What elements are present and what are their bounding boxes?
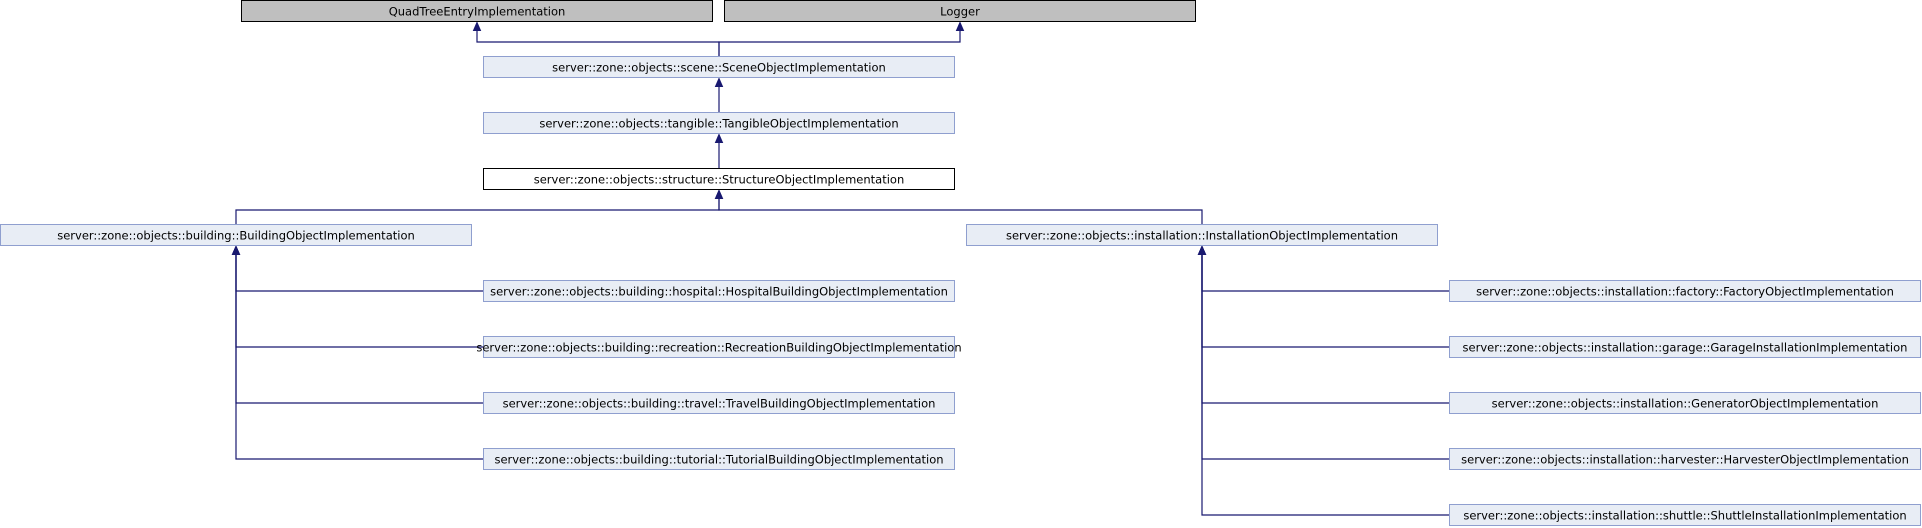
class-node-shuttle[interactable]: server::zone::objects::installation::shu… <box>1449 504 1921 526</box>
class-label: server::zone::objects::scene::SceneObjec… <box>552 61 886 75</box>
edge-travel-to-building <box>231 245 483 404</box>
class-node-generator[interactable]: server::zone::objects::installation::Gen… <box>1449 392 1921 414</box>
edge-harvester-to-installation <box>1197 245 1449 460</box>
edge-line <box>235 253 483 348</box>
class-box <box>1449 504 1921 526</box>
class-label: server::zone::objects::installation::Gen… <box>1492 397 1879 411</box>
edge-line <box>1201 253 1449 404</box>
class-label: server::zone::objects::building::Buildin… <box>57 229 415 243</box>
edge-shuttle-to-installation <box>1197 245 1449 516</box>
class-node-travel[interactable]: server::zone::objects::building::travel:… <box>483 392 955 414</box>
class-node-factory[interactable]: server::zone::objects::installation::fac… <box>1449 280 1921 302</box>
class-label: server::zone::objects::installation::shu… <box>1463 509 1906 523</box>
edge-structure-to-tangible <box>714 133 724 168</box>
edge-building-to-structure <box>235 189 724 224</box>
edge-line <box>1201 253 1449 460</box>
edge-line <box>1201 253 1449 516</box>
edge-scene-to-quadtree <box>472 21 720 56</box>
inheritance-arrow-icon <box>955 21 965 31</box>
edge-scene-to-logger <box>718 21 965 56</box>
class-box <box>483 392 955 414</box>
class-label: Logger <box>940 5 980 19</box>
edge-line <box>1201 253 1449 292</box>
class-box <box>483 168 955 190</box>
edge-line <box>235 253 483 292</box>
inheritance-edges <box>231 21 1449 516</box>
class-box <box>241 0 713 22</box>
class-node-tangible[interactable]: server::zone::objects::tangible::Tangibl… <box>483 112 955 134</box>
class-box <box>0 224 472 246</box>
class-node-garage[interactable]: server::zone::objects::installation::gar… <box>1449 336 1921 358</box>
inheritance-arrow-icon <box>714 189 724 199</box>
edge-line <box>235 197 720 224</box>
edge-factory-to-installation <box>1197 245 1449 292</box>
edge-line <box>235 253 483 460</box>
class-node-hospital[interactable]: server::zone::objects::building::hospita… <box>483 280 955 302</box>
class-label: server::zone::objects::building::recreat… <box>476 341 961 355</box>
class-label: server::zone::objects::installation::gar… <box>1463 341 1908 355</box>
edge-line <box>476 29 720 56</box>
class-label: server::zone::objects::building::travel:… <box>503 397 936 411</box>
class-node-installation[interactable]: server::zone::objects::installation::Ins… <box>966 224 1438 246</box>
inheritance-arrow-icon <box>231 245 241 255</box>
inheritance-arrow-icon <box>1197 245 1207 255</box>
class-node-harvester[interactable]: server::zone::objects::installation::har… <box>1449 448 1921 470</box>
class-label: server::zone::objects::installation::fac… <box>1476 285 1894 299</box>
class-node-tutorial[interactable]: server::zone::objects::building::tutoria… <box>483 448 955 470</box>
edge-hospital-to-building <box>231 245 483 292</box>
class-node-scene[interactable]: server::zone::objects::scene::SceneObjec… <box>483 56 955 78</box>
class-node-recreation[interactable]: server::zone::objects::building::recreat… <box>476 336 962 358</box>
edge-installation-to-structure <box>714 189 1203 224</box>
class-box <box>483 112 955 134</box>
class-label: server::zone::objects::installation::Ins… <box>1006 229 1398 243</box>
edge-tutorial-to-building <box>231 245 483 460</box>
edge-line <box>235 253 483 404</box>
class-box <box>483 336 955 358</box>
inheritance-arrow-icon <box>472 21 482 31</box>
class-box <box>483 448 955 470</box>
edge-generator-to-installation <box>1197 245 1449 404</box>
class-label: server::zone::objects::building::tutoria… <box>494 453 943 467</box>
class-box <box>483 280 955 302</box>
class-label: server::zone::objects::tangible::Tangibl… <box>539 117 898 131</box>
class-label: server::zone::objects::building::hospita… <box>490 285 948 299</box>
class-label: QuadTreeEntryImplementation <box>389 5 566 19</box>
class-box <box>724 0 1196 22</box>
inheritance-arrow-icon <box>714 77 724 87</box>
edge-line <box>718 197 1203 224</box>
class-box <box>966 224 1438 246</box>
class-node-building[interactable]: server::zone::objects::building::Buildin… <box>0 224 472 246</box>
class-box <box>1449 280 1921 302</box>
edge-tangible-to-scene <box>714 77 724 112</box>
inheritance-arrow-icon <box>714 133 724 143</box>
edge-line <box>1201 253 1449 348</box>
class-box <box>483 56 955 78</box>
class-box <box>1449 336 1921 358</box>
class-node-structure: server::zone::objects::structure::Struct… <box>483 168 955 190</box>
edge-recreation-to-building <box>231 245 483 348</box>
class-box <box>1449 448 1921 470</box>
edge-garage-to-installation <box>1197 245 1449 348</box>
class-label: server::zone::objects::structure::Struct… <box>534 173 905 187</box>
class-label: server::zone::objects::installation::har… <box>1461 453 1909 467</box>
class-box <box>1449 392 1921 414</box>
edge-line <box>718 29 961 56</box>
class-node-quadtree[interactable]: QuadTreeEntryImplementation <box>241 0 713 22</box>
class-node-logger[interactable]: Logger <box>724 0 1196 22</box>
